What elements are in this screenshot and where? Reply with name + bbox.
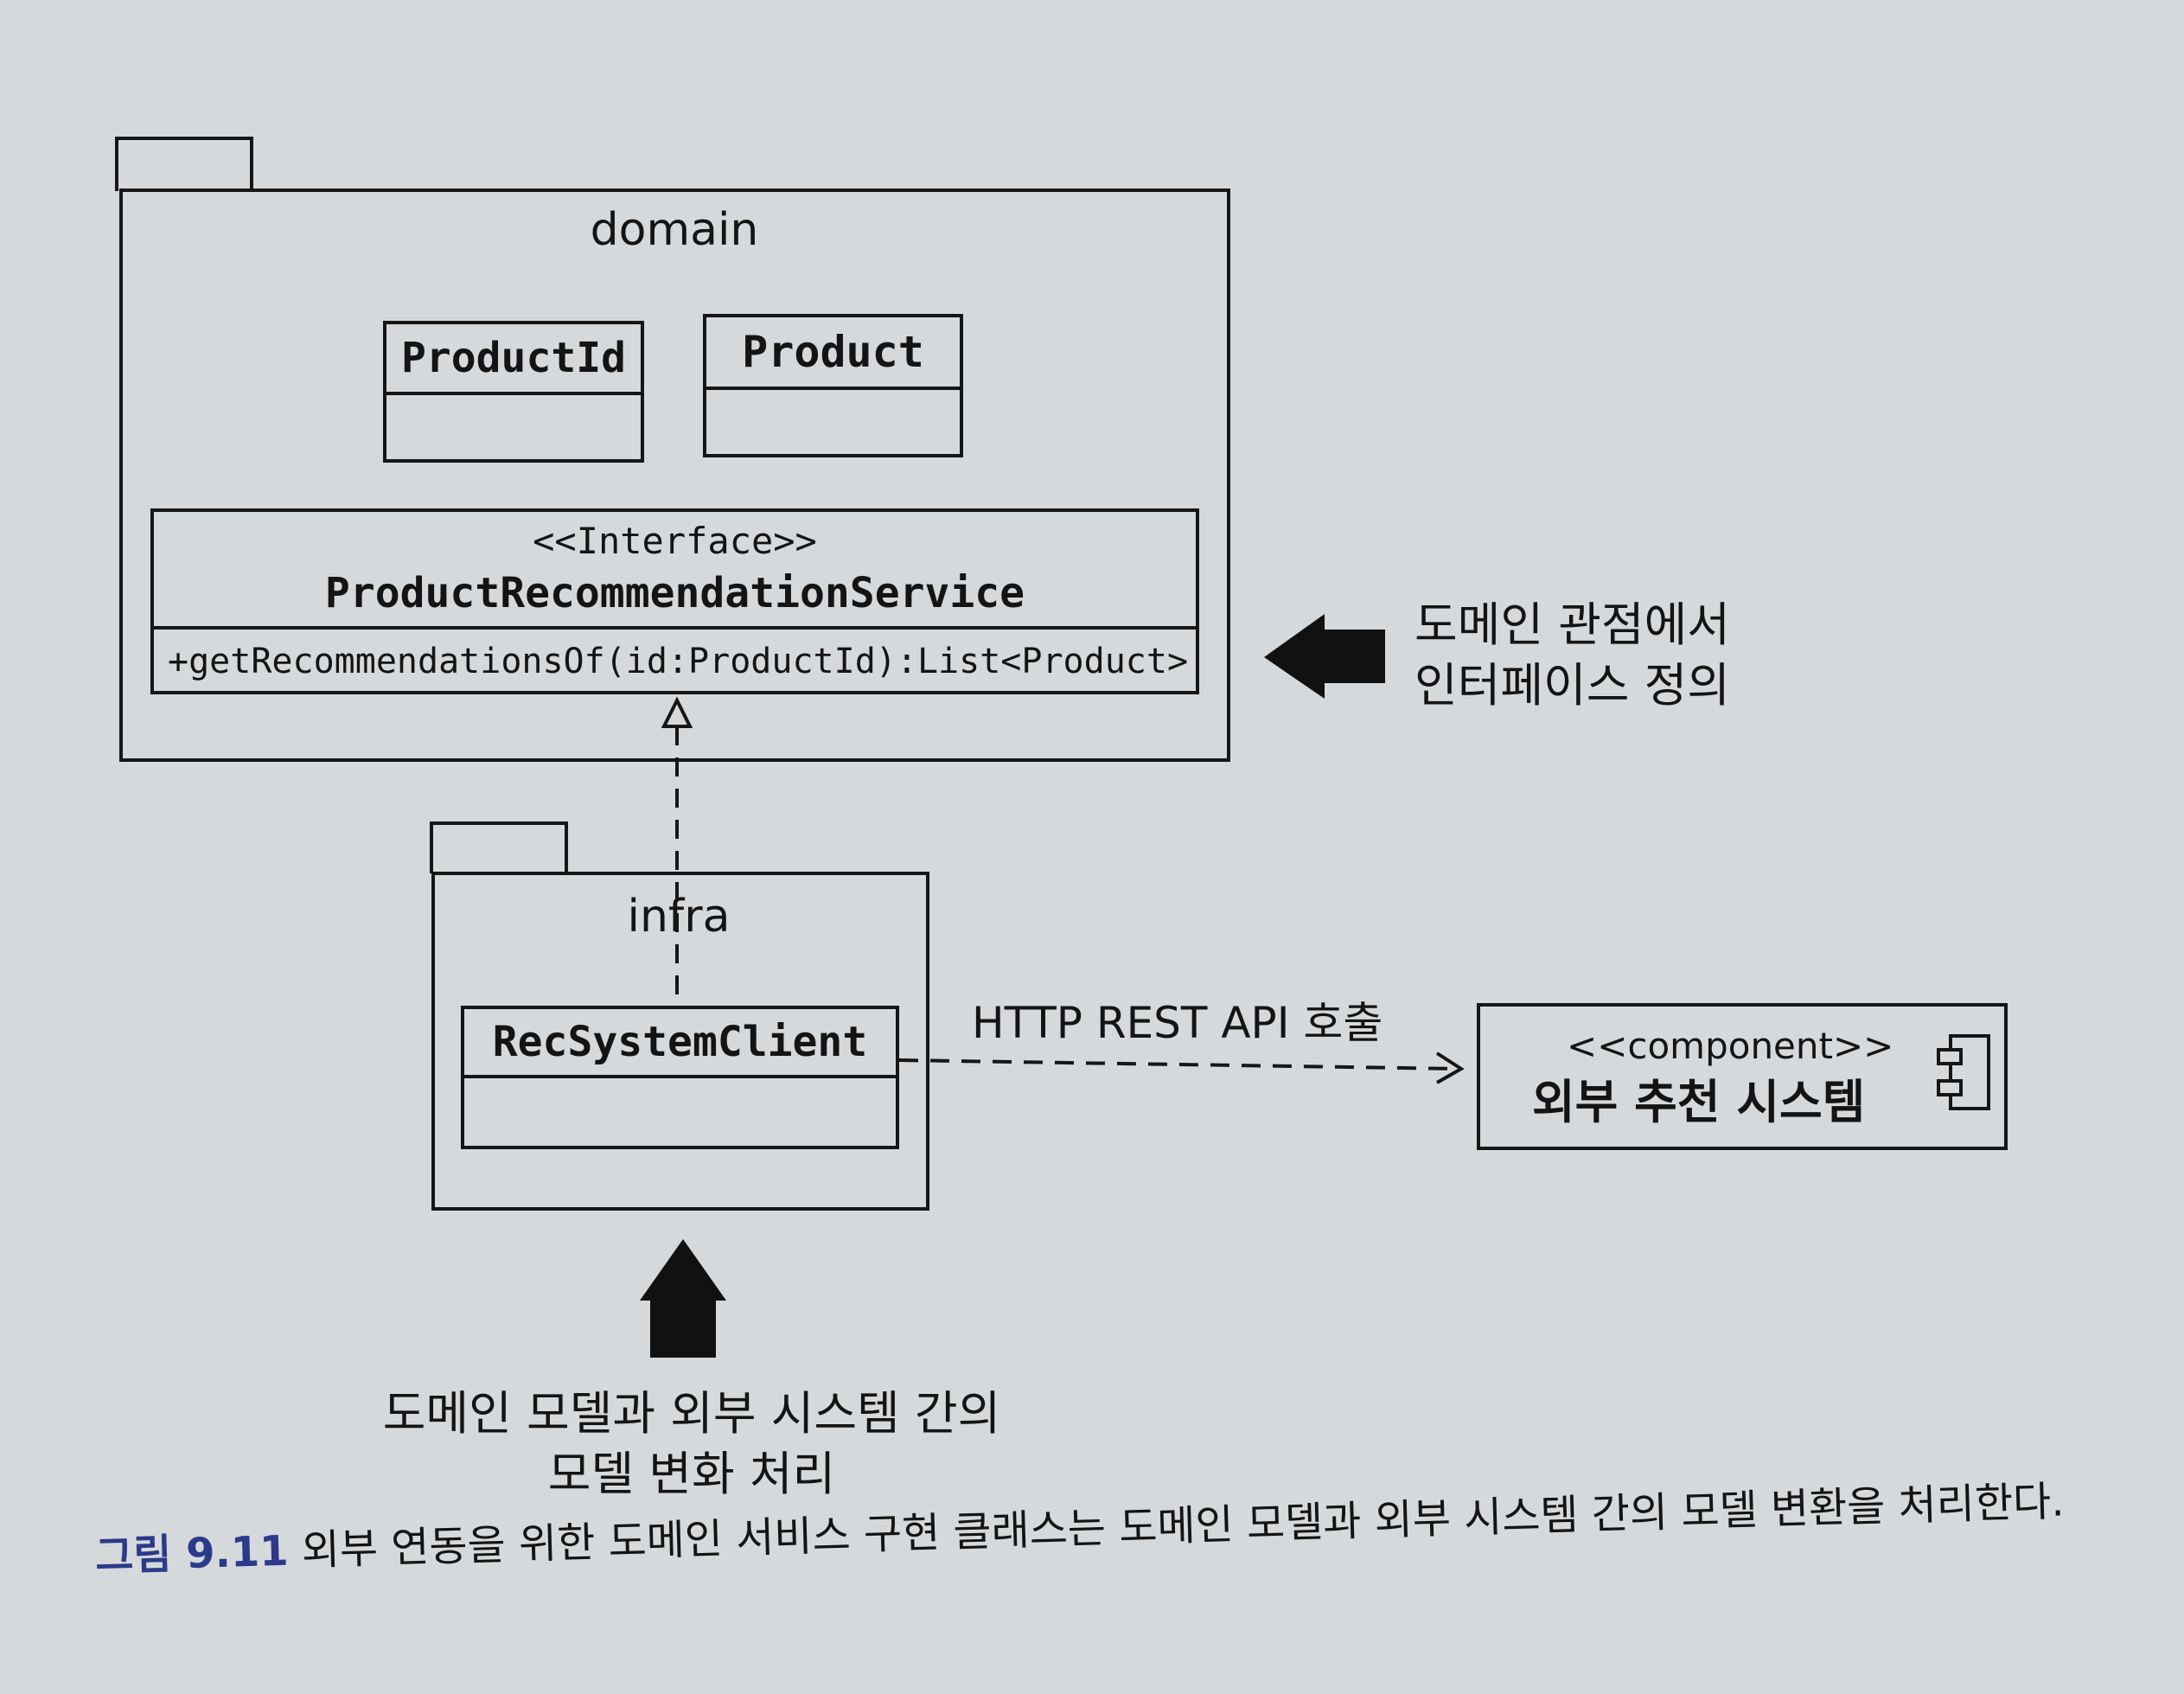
- product-class-name: Product: [706, 317, 960, 390]
- arrow-up-icon: [640, 1239, 726, 1358]
- interface-note-line1: 도메인 관점에서: [1414, 598, 1730, 652]
- interface-header: <<Interface>> ProductRecommendationServi…: [154, 512, 1196, 630]
- dependency-line: [898, 1058, 1460, 1071]
- product-id-class: ProductId: [383, 321, 644, 463]
- translation-note-line1: 도메인 모델과 외부 시스템 간의: [382, 1386, 1001, 1441]
- dependency-label: HTTP REST API 호출: [972, 998, 1383, 1048]
- infra-package: [431, 872, 929, 1211]
- domain-package-name: domain: [590, 204, 759, 256]
- interface-stereotype: <<Interface>>: [533, 520, 817, 562]
- component-stereotype: <<component>>: [1567, 1025, 1894, 1067]
- translation-note: 도메인 모델과 외부 시스템 간의 모델 변화 처리: [363, 1384, 1020, 1505]
- domain-package: [119, 189, 1230, 762]
- realization-arrowhead: [661, 696, 693, 728]
- component-icon: [1937, 1034, 1990, 1110]
- dependency-arrowhead: [1435, 1052, 1465, 1084]
- product-class: Product: [703, 314, 963, 457]
- product-id-class-name: ProductId: [386, 324, 641, 395]
- translation-note-line2: 모델 변화 처리: [547, 1447, 836, 1501]
- component-name: 외부 추천 시스템: [1532, 1075, 1866, 1129]
- interface-note-line2: 인터페이스 정의: [1414, 658, 1730, 713]
- arrow-left-icon: [1264, 614, 1385, 699]
- interface-name: ProductRecommendationService: [324, 569, 1025, 617]
- rec-system-client-class-name: RecSystemClient: [464, 1009, 896, 1078]
- domain-package-tab: [115, 137, 253, 191]
- interface-note: 도메인 관점에서 인터페이스 정의: [1414, 595, 1847, 716]
- rec-system-client-class: RecSystemClient: [461, 1006, 899, 1149]
- figure-number: 그림 9.11: [94, 1526, 290, 1581]
- interface-operation: +getRecommendationsOf(id:ProductId):List…: [168, 642, 1189, 681]
- product-recommendation-service-interface: <<Interface>> ProductRecommendationServi…: [150, 508, 1199, 694]
- external-recommendation-component: <<component>> 외부 추천 시스템: [1477, 1003, 2008, 1150]
- infra-package-tab: [430, 821, 568, 873]
